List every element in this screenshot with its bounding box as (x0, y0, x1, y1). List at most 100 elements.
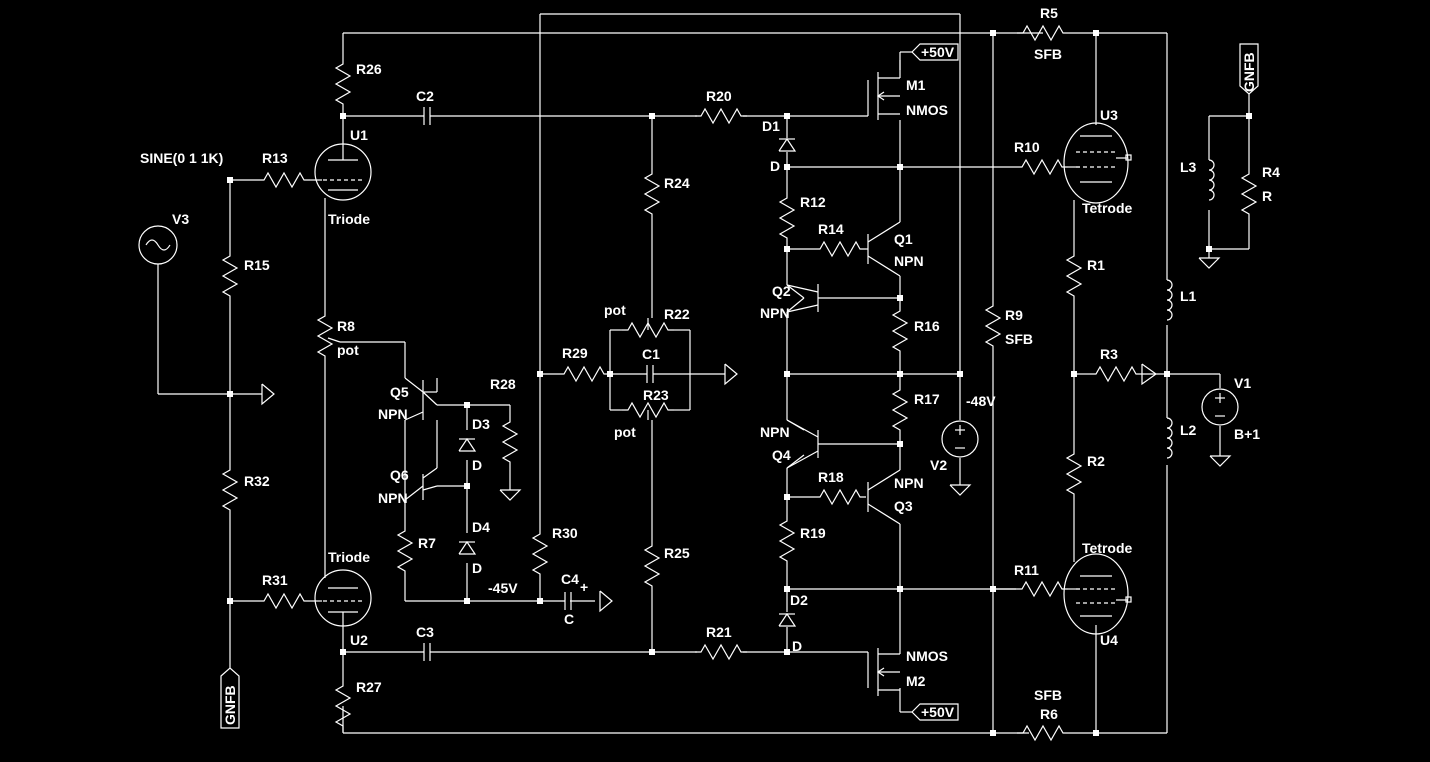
label-r25: R25 (664, 545, 690, 561)
voltage-source-v2 (941, 420, 979, 458)
net-flag-gnfb-top: GNFB (1239, 43, 1259, 95)
resistor-r32 (222, 463, 238, 517)
label-r2: R2 (1087, 453, 1105, 469)
label-r22-value: pot (604, 302, 626, 318)
label-u2: U2 (350, 632, 368, 648)
resistor-r13 (257, 172, 311, 188)
label-q1: Q1 (894, 231, 913, 247)
grounds (261, 257, 1231, 613)
label-q4: Q4 (772, 447, 791, 463)
label-q5: Q5 (390, 384, 409, 400)
ground-symbol-r28 (499, 489, 521, 501)
label-r6: R6 (1040, 706, 1058, 722)
resistor-r15 (222, 249, 238, 303)
resistor-r4 (1241, 167, 1257, 221)
label-c1: C1 (642, 346, 660, 362)
resistor-r17 (892, 383, 908, 437)
mosfet-m2 (867, 636, 901, 696)
tube-u1 (314, 143, 372, 201)
label-r9-value: SFB (1005, 331, 1033, 347)
resistors (222, 25, 1257, 741)
label-u4: U4 (1100, 632, 1118, 648)
label-r32: R32 (244, 473, 270, 489)
net-flag-plus50-bottom: +50V (911, 703, 959, 721)
svg-text:+50V: +50V (921, 704, 955, 720)
transistor-q2 (786, 284, 819, 313)
label-r29: R29 (562, 345, 588, 361)
resistor-r20 (694, 108, 748, 124)
signal-arrow-c4 (599, 590, 613, 613)
resistor-r29 (557, 366, 611, 382)
label-r22: R22 (664, 306, 690, 322)
label-c3: C3 (416, 624, 434, 640)
label-u1: U1 (350, 127, 368, 143)
label-l1: L1 (1180, 288, 1197, 304)
label-c2: C2 (416, 88, 434, 104)
label-r7: R7 (418, 535, 436, 551)
resistor-r1 (1066, 249, 1082, 303)
label-r23: R23 (643, 387, 669, 403)
resistor-r2 (1066, 447, 1082, 501)
wires (157, 13, 1250, 734)
resistor-r21 (694, 644, 748, 660)
pot-wiper-r8 (327, 337, 341, 343)
resistor-r14 (813, 241, 867, 257)
label-q6: Q6 (390, 467, 409, 483)
label-l3: L3 (1180, 159, 1197, 175)
resistor-r25 (644, 539, 660, 593)
label-u3-model: Tetrode (1082, 200, 1133, 216)
label-u4-model: Tetrode (1082, 540, 1133, 556)
label-r10: R10 (1014, 139, 1040, 155)
label-r24: R24 (664, 175, 690, 191)
capacitor-c2 (423, 106, 431, 126)
capacitor-c1 (646, 364, 654, 384)
label-r11: R11 (1014, 562, 1039, 578)
tube-u4 (1063, 553, 1132, 635)
label-u2-model: Triode (328, 549, 370, 565)
signal-arrow-c1 (724, 363, 738, 386)
label-l2: L2 (1180, 422, 1197, 438)
net-flag-plus50-top: +50V (911, 43, 959, 61)
transistor-q4 (786, 419, 819, 469)
label-v1: V1 (1234, 375, 1251, 391)
svg-text:+50V: +50V (921, 44, 955, 60)
transistor-q1 (867, 221, 901, 277)
label-r19: R19 (800, 525, 826, 541)
voltage-source-v1 (1201, 388, 1239, 426)
label-r8-value: pot (337, 342, 359, 358)
label-d4-value: D (472, 560, 482, 576)
transistor-q5 (404, 380, 438, 421)
inductor-l1 (1166, 279, 1173, 321)
label-r3: R3 (1100, 346, 1118, 362)
diode-d3 (458, 438, 476, 452)
transistors (404, 60, 901, 696)
label-r13: R13 (262, 150, 288, 166)
label-c4-value: C (564, 611, 574, 627)
label-r5-value: SFB (1034, 46, 1062, 62)
label-r14: R14 (818, 221, 844, 237)
label-m1-model: NMOS (906, 102, 948, 118)
label-minus45: -45V (488, 580, 518, 596)
resistor-r28 (502, 415, 518, 469)
label-c4-plus: + (580, 579, 588, 595)
svg-text:GNFB: GNFB (222, 685, 238, 725)
ground-symbol-v2 (949, 484, 971, 496)
label-v3: V3 (172, 211, 189, 227)
net-flag-gnfb-bottom: GNFB (220, 667, 240, 729)
signal-arrow-v3 (261, 383, 275, 406)
diode-d1 (778, 138, 796, 152)
resistor-r3 (1089, 366, 1143, 382)
label-r8: R8 (337, 318, 355, 334)
resistor-r9 (985, 299, 1001, 353)
sources (138, 225, 1239, 458)
label-u1-model: Triode (328, 211, 370, 227)
label-q3-model: NPN (894, 475, 924, 491)
inductor-l2 (1166, 417, 1173, 459)
label-d2: D2 (790, 592, 808, 608)
tubes (314, 122, 1132, 635)
resistor-r16 (892, 304, 908, 358)
tube-u2 (314, 569, 372, 627)
tube-u3 (1063, 122, 1132, 204)
ground-symbol-v1 (1209, 455, 1231, 467)
label-r27: R27 (356, 679, 382, 695)
